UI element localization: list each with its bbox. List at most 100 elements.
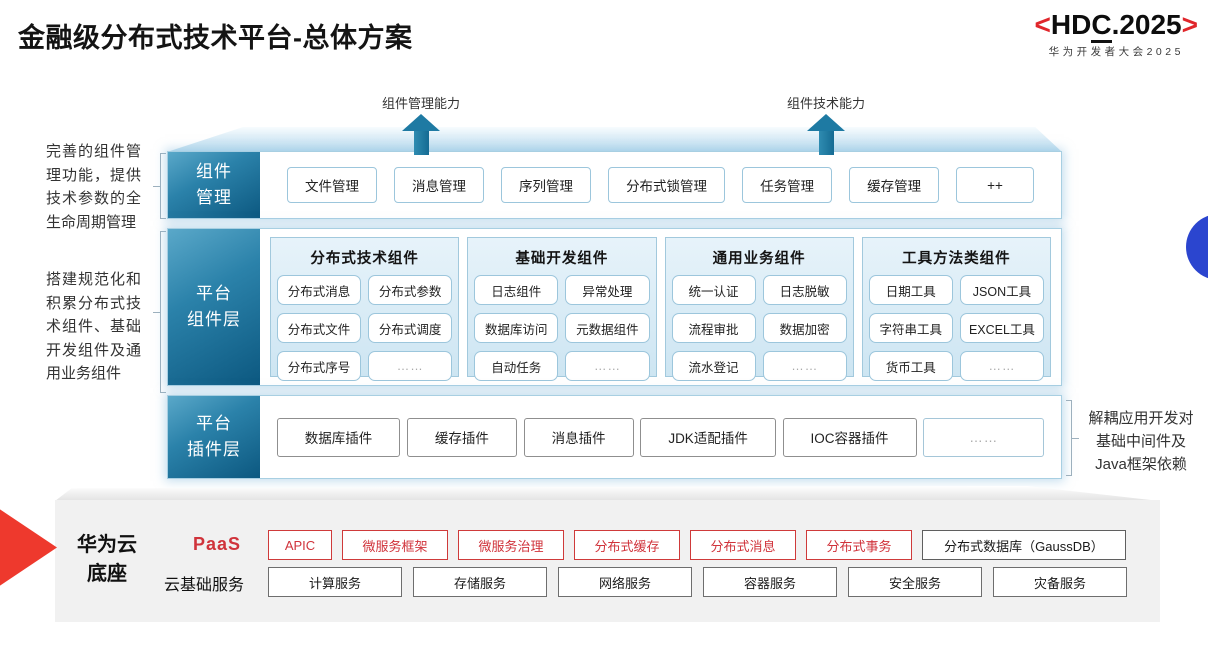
group-tool-methods: 工具方法类组件 日期工具 JSON工具 字符串工具 EXCEL工具 货币工具 …… [861, 237, 1051, 381]
logo-c: C [1091, 9, 1112, 43]
logo-year: .2025 [1111, 9, 1182, 40]
blue-circle-decoration [1186, 214, 1208, 280]
component-item: 日期工具 [868, 275, 953, 305]
layer-platform-components: 平台 组件层 分布式技术组件 分布式消息 分布式参数 分布式文件 分布式调度 分… [167, 228, 1062, 386]
up-arrow-shaft [413, 131, 429, 155]
mgmt-item: 缓存管理 [849, 167, 940, 203]
note-platform-components: 搭建规范化和积累分布式技术组件、基础开发组件及通用业务组件 [46, 271, 141, 382]
layer-component-management: 组件 管理 文件管理 消息管理 序列管理 分布式锁管理 任务管理 缓存管理 ++ [167, 151, 1062, 219]
mgmt-item: 文件管理 [287, 167, 378, 203]
group-distributed-tech: 分布式技术组件 分布式消息 分布式参数 分布式文件 分布式调度 分布式序号 …… [270, 237, 460, 381]
iaas-item: 计算服务 [268, 567, 402, 597]
component-item-more: …… [762, 351, 847, 381]
iaas-item: 存储服务 [413, 567, 547, 597]
paas-item: 分布式消息 [690, 530, 796, 560]
component-item: 分布式文件 [277, 313, 362, 343]
component-item: 分布式参数 [368, 275, 453, 305]
mgmt-item: 序列管理 [501, 167, 592, 203]
mgmt-items-row: 文件管理 消息管理 序列管理 分布式锁管理 任务管理 缓存管理 ++ [260, 152, 1061, 218]
cloud-base-label-line: 华为云 [77, 534, 137, 556]
bracket-left-row1 [153, 153, 166, 219]
plugin-item: 消息插件 [523, 417, 634, 457]
huawei-cloud-panel [55, 500, 1160, 622]
component-groups: 分布式技术组件 分布式消息 分布式参数 分布式文件 分布式调度 分布式序号 ……… [260, 229, 1061, 385]
group-common-business: 通用业务组件 统一认证 日志脱敏 流程审批 数据加密 流水登记 …… [664, 237, 854, 381]
plugin-items-row: 数据库插件 缓存插件 消息插件 JDK适配插件 IOC容器插件 …… [260, 396, 1061, 478]
component-item: 分布式序号 [277, 351, 362, 381]
page-title: 金融级分布式技术平台-总体方案 [18, 23, 413, 53]
component-item: 流水登记 [671, 351, 756, 381]
layer-label-component-management: 组件 管理 [168, 152, 260, 218]
plugin-item: IOC容器插件 [782, 417, 917, 457]
note-component-management: 完善的组件管理功能，提供技术参数的全生命周期管理 [46, 143, 141, 231]
component-item-more: …… [368, 351, 453, 381]
logo-hd: HD [1050, 9, 1092, 40]
mgmt-item-more: ++ [956, 167, 1034, 203]
layer-label-line: 管理 [196, 188, 232, 207]
component-item: 自动任务 [474, 351, 559, 381]
plugin-item: JDK适配插件 [640, 417, 776, 457]
bracket-left-row2 [153, 231, 166, 393]
logo-close-angle: > [1181, 9, 1198, 40]
red-arrow-icon [0, 509, 57, 586]
component-item: JSON工具 [959, 275, 1044, 305]
hdc-logo-wordmark: <HDC.2025> [1034, 9, 1198, 43]
iaas-items-row: 计算服务 存储服务 网络服务 容器服务 安全服务 灾备服务 [268, 567, 1127, 597]
component-item-more: …… [959, 351, 1044, 381]
group-title: 通用业务组件 [712, 251, 806, 267]
component-item: 元数据组件 [565, 313, 650, 343]
paas-items-row: APIC 微服务框架 微服务治理 分布式缓存 分布式消息 分布式事务 分布式数据… [268, 530, 1126, 560]
group-grid: 日志组件 异常处理 数据库访问 元数据组件 自动任务 …… [474, 275, 650, 381]
up-arrow-icon [807, 114, 845, 131]
paas-item: 分布式事务 [806, 530, 912, 560]
group-grid: 统一认证 日志脱敏 流程审批 数据加密 流水登记 …… [671, 275, 847, 381]
capability-label-left: 组件管理能力 [381, 96, 460, 111]
capability-arrow-left: 组件管理能力 [341, 93, 501, 155]
bracket-nub [153, 186, 161, 187]
paas-item: 微服务框架 [342, 530, 448, 560]
mgmt-item: 分布式锁管理 [608, 167, 726, 203]
bracket-nub [1071, 438, 1079, 439]
group-title: 分布式技术组件 [310, 251, 419, 267]
panel-3d-topface [55, 486, 1160, 501]
iaas-item: 灾备服务 [993, 567, 1127, 597]
layer-label-line: 组件 [196, 162, 232, 181]
iaas-item: 安全服务 [848, 567, 982, 597]
component-item: 分布式调度 [368, 313, 453, 343]
plugin-item: 数据库插件 [276, 417, 401, 457]
layer-platform-plugins: 平台 插件层 数据库插件 缓存插件 消息插件 JDK适配插件 IOC容器插件 …… [167, 395, 1062, 479]
stack-3d-topface [167, 127, 1062, 152]
layer-label-line: 组件层 [187, 310, 241, 329]
paas-item: APIC [268, 530, 332, 560]
iaas-item: 网络服务 [558, 567, 692, 597]
layer-label-platform-components: 平台 组件层 [168, 229, 260, 385]
paas-label: PaaS [193, 534, 242, 554]
component-item: 异常处理 [565, 275, 650, 305]
component-item: 日志脱敏 [762, 275, 847, 305]
component-item-more: …… [565, 351, 650, 381]
layer-label-platform-plugins: 平台 插件层 [168, 396, 260, 478]
component-item: 字符串工具 [868, 313, 953, 343]
component-item: 统一认证 [671, 275, 756, 305]
group-grid: 日期工具 JSON工具 字符串工具 EXCEL工具 货币工具 …… [868, 275, 1044, 381]
paas-item: 微服务治理 [458, 530, 564, 560]
layer-label-line: 插件层 [187, 440, 241, 459]
group-basic-dev: 基础开发组件 日志组件 异常处理 数据库访问 元数据组件 自动任务 …… [467, 237, 657, 381]
cloud-base-label: 华为云 底座 [72, 531, 142, 589]
component-item: 数据库访问 [474, 313, 559, 343]
hdc-logo-subtitle: 华为开发者大会2025 [1048, 46, 1184, 58]
cloud-base-label-line: 底座 [87, 563, 127, 585]
note-decouple: 解耦应用开发对基础中间件及Java框架依赖 [1088, 410, 1194, 473]
capability-label-right: 组件技术能力 [786, 96, 865, 111]
bracket-nub [153, 312, 161, 313]
up-arrow-icon [402, 114, 440, 131]
logo-open-angle: < [1034, 9, 1051, 40]
component-item: 分布式消息 [277, 275, 362, 305]
component-item: 日志组件 [474, 275, 559, 305]
paas-gaussdb-item: 分布式数据库（GaussDB） [922, 530, 1126, 560]
iaas-label: 云基础服务 [164, 577, 245, 594]
group-title: 基础开发组件 [515, 251, 609, 267]
group-title: 工具方法类组件 [902, 251, 1011, 267]
bracket-right-plugins [1066, 400, 1079, 476]
mgmt-item: 消息管理 [394, 167, 485, 203]
